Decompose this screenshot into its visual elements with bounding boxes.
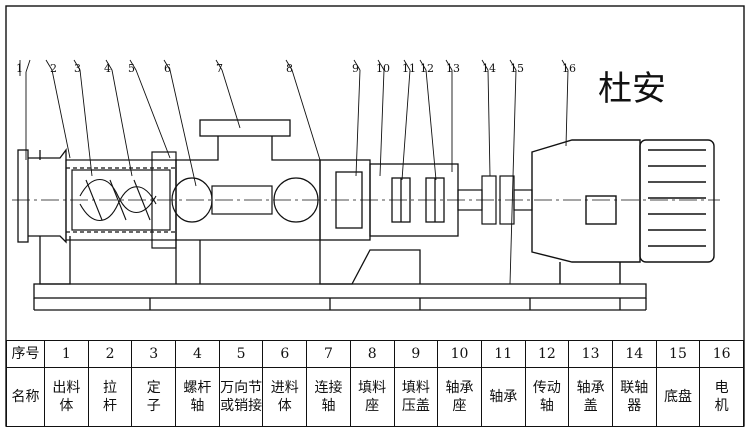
part-name: 填料座 (349, 367, 395, 427)
part-number: 9 (393, 340, 439, 368)
part-name: 进料体 (262, 367, 308, 427)
part-name: 螺杆轴 (175, 367, 220, 427)
part-name: 轴承盖 (568, 367, 613, 427)
part-name: 联轴器 (611, 367, 657, 427)
part-number: 1 (44, 340, 89, 368)
part-number: 3 (131, 340, 177, 368)
callout-3: 3 (74, 62, 81, 75)
outlet-body (17, 148, 71, 285)
part-number: 16 (699, 340, 744, 368)
part-number: 8 (349, 340, 395, 368)
header-name: 名称 (6, 367, 45, 427)
callout-5: 5 (128, 62, 135, 75)
motor (531, 139, 715, 284)
inlet-body (175, 119, 321, 284)
watermark-text: 杜安 (598, 69, 666, 109)
part-number: 14 (611, 340, 657, 368)
parts-table: 序号 1 2 3 4 5 6 7 8 9 10 11 12 13 14 15 1… (6, 340, 744, 427)
callout-12: 12 (420, 62, 434, 75)
callout-10: 10 (376, 62, 390, 75)
callout-6: 6 (164, 62, 171, 75)
part-name: 出料体 (44, 367, 89, 427)
part-name: 连接轴 (306, 367, 351, 427)
callout-13: 13 (446, 62, 460, 75)
part-name: 拉杆 (87, 367, 133, 427)
part-name: 填料压盖 (393, 367, 439, 427)
part-name: 底盘 (655, 367, 701, 427)
callout-15: 15 (510, 62, 524, 75)
part-number: 12 (524, 340, 570, 368)
callout-7: 7 (216, 62, 223, 75)
part-number: 5 (218, 340, 264, 368)
callout-8: 8 (286, 62, 293, 75)
base-plate (33, 283, 647, 311)
part-name: 传动轴 (524, 367, 570, 427)
parts-name-row: 名称 出料体 拉杆 定子 螺杆轴 万向节或销接 进料体 连接轴 填料座 填料压盖… (6, 367, 744, 427)
part-number: 4 (175, 340, 220, 368)
callout-numbers: 1 2 3 4 5 6 7 8 9 10 11 12 13 14 15 16 (16, 62, 576, 75)
callout-14: 14 (482, 62, 496, 75)
parts-number-row: 序号 1 2 3 4 5 6 7 8 9 10 11 12 13 14 15 1… (6, 340, 744, 368)
callout-16: 16 (562, 62, 576, 75)
part-number: 13 (568, 340, 613, 368)
part-number: 11 (480, 340, 526, 368)
part-name: 电机 (699, 367, 744, 427)
part-number: 6 (262, 340, 308, 368)
part-name: 万向节或销接 (218, 367, 264, 427)
part-name: 轴承 (480, 367, 526, 427)
header-number: 序号 (6, 340, 45, 368)
callout-4: 4 (104, 62, 111, 75)
part-number: 15 (655, 340, 701, 368)
part-number: 10 (437, 340, 482, 368)
part-number: 7 (306, 340, 351, 368)
part-name: 轴承座 (437, 367, 482, 427)
part-number: 2 (87, 340, 133, 368)
part-name: 定子 (131, 367, 177, 427)
callout-11: 11 (402, 62, 416, 75)
callout-9: 9 (352, 62, 359, 75)
callout-1: 1 (16, 62, 23, 75)
leader-lines (19, 59, 569, 285)
callout-2: 2 (50, 62, 57, 75)
